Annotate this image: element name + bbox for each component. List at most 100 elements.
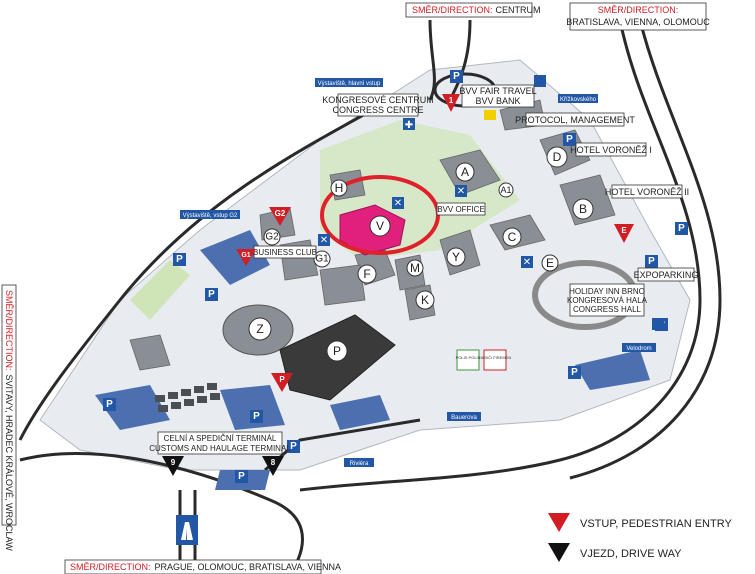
hall-g2-label: G2 <box>265 232 279 243</box>
parking-icon: P <box>106 399 113 410</box>
motorway-icon <box>176 515 198 545</box>
svg-text:KONGRESOVÁ HALA: KONGRESOVÁ HALA <box>567 296 648 305</box>
bvv-office-label: BVV OFFICE <box>436 202 486 216</box>
hall-e-label: E <box>546 256 554 270</box>
green-strip <box>130 260 190 320</box>
street-sign-velodrom: Velodrom <box>626 346 651 352</box>
fuel-icon <box>652 318 664 330</box>
entry-gate-g1: G1 <box>241 252 250 259</box>
legend-pedestrian: VSTUP, PEDESTRIAN ENTRY <box>580 518 732 530</box>
parking-signs: P P P P P P P P P P P P <box>103 70 688 483</box>
direction-prefix: SMĚR/DIRECTION: <box>598 5 679 15</box>
driveway-8: 8 <box>271 458 276 467</box>
svg-text:HOLIDAY INN BRNO: HOLIDAY INN BRNO <box>569 287 645 296</box>
svg-text:HOTEL VORONĚŽ II: HOTEL VORONĚŽ II <box>605 187 689 197</box>
legend: VSTUP, PEDESTRIAN ENTRY VJEZD, DRIVE WAY <box>548 513 732 562</box>
hall-y-label: Y <box>452 250 460 264</box>
direction-top-right: SMĚR/DIRECTION: BRATISLAVA, VIENNA, OLOM… <box>566 2 710 31</box>
parking-icon: P <box>453 71 460 82</box>
hotel-voronez-1-label: HOTEL VORONĚŽ I <box>570 142 652 157</box>
parking-icon: P <box>678 223 685 234</box>
hall-b-label: B <box>579 202 587 216</box>
direction-text: PRAGUE, OLOMOUC, BRATISLAVA, VIENNA <box>155 562 342 572</box>
hotel-voronez-2-label: HOTEL VORONĚŽ II <box>605 184 689 199</box>
hall-labels: A A1 D B C E Y M K F V H G2 G1 Z P <box>248 146 594 362</box>
parking-icon: P <box>238 471 245 482</box>
hall-k-label: K <box>421 293 429 307</box>
entry-gate-e: E <box>621 226 627 235</box>
pedestrian-entries: 1 G2 G1 E P <box>236 94 634 392</box>
hall-m-label: M <box>410 261 420 275</box>
bvv-fair-travel-label: BVV FAIR TRAVEL BVV BANK <box>459 84 537 108</box>
restaurant-icon: ✕ <box>457 186 465 197</box>
parking-icon: P <box>253 411 260 422</box>
restaurant-icon: ✕ <box>320 235 328 246</box>
svg-text:CONGRESS HALL: CONGRESS HALL <box>573 305 642 314</box>
svg-text:BVV BANK: BVV BANK <box>475 96 520 106</box>
fuel-icon <box>534 75 546 87</box>
direction-top-center: SMĚR/DIRECTION:CENTRUM <box>405 2 541 18</box>
medical-icon: ✚ <box>405 120 413 131</box>
svg-text:EXPOPARKING: EXPOPARKING <box>634 270 699 280</box>
expoparking-label: EXPOPARKING <box>634 267 699 282</box>
hall-v-label: V <box>376 219 384 233</box>
svg-text:CONGRESS CENTRE: CONGRESS CENTRE <box>332 105 423 115</box>
street-sign-riviera: Riviéra <box>350 461 369 467</box>
svg-text:HOTEL VORONĚŽ I: HOTEL VORONĚŽ I <box>570 145 652 155</box>
entry-gate-g2: G2 <box>275 209 286 218</box>
svg-text:SMĚR/DIRECTION:SVITAVY, HRADEC: SMĚR/DIRECTION: SVITAVY, HRADEC KRÁLOVÉ, … <box>4 290 14 551</box>
street-sign-bauerova: Bauerova <box>451 415 477 421</box>
hall-c-label: C <box>508 230 517 244</box>
parking-icon: P <box>566 134 573 145</box>
hall-d-label: D <box>553 150 562 164</box>
entry-gate-p: P <box>279 375 285 384</box>
drive-way-entries: 9 8 <box>162 456 284 476</box>
svg-text:BUSINESS CLUB: BUSINESS CLUB <box>253 248 317 257</box>
svg-text:CUSTOMS AND HAULAGE TERMINAL: CUSTOMS AND HAULAGE TERMINAL <box>149 444 291 453</box>
restaurant-icon: ✕ <box>523 257 531 268</box>
direction-prefix: SMĚR/DIRECTION: <box>70 562 151 572</box>
svg-text:POLIS POLIS: POLIS POLIS <box>456 355 481 360</box>
business-club-label: BUSINESS CLUB <box>253 245 317 259</box>
svg-text:HASIČI FIREMEN: HASIČI FIREMEN <box>479 355 512 360</box>
customs-blocks <box>155 383 220 412</box>
entry-gate-1: 1 <box>449 96 454 105</box>
driveway-9: 9 <box>171 458 176 467</box>
direction-text: BRATISLAVA, VIENNA, OLOMOUC <box>566 17 710 27</box>
customs-terminal-label: CELNÍ A SPEDIČNÍ TERMINÁL CUSTOMS AND HA… <box>149 431 291 455</box>
svg-text:BVV OFFICE: BVV OFFICE <box>437 205 485 214</box>
direction-bottom: SMĚR/DIRECTION: PRAGUE, OLOMOUC, BRATISLA… <box>64 559 341 574</box>
police-fire-signs: POLIS POLIS HASIČI FIREMEN <box>456 349 512 371</box>
hall-p-label: P <box>333 344 341 358</box>
hall-h-label: H <box>335 181 344 195</box>
direction-text: CENTRUM <box>496 5 541 15</box>
svg-text:CELNÍ A SPEDIČNÍ TERMINÁL: CELNÍ A SPEDIČNÍ TERMINÁL <box>164 434 277 443</box>
parking-icon: P <box>648 256 655 267</box>
parking-icon: P <box>208 289 215 300</box>
hall-a-label: A <box>461 165 469 179</box>
direction-left: SMĚR/DIRECTION: SVITAVY, HRADEC KRÁLOVÉ, … <box>1 284 17 551</box>
hall-g1-label: G1 <box>315 254 329 265</box>
restaurant-icon: ✕ <box>394 198 402 209</box>
direction-prefix: SMĚR/DIRECTION: <box>4 290 14 371</box>
street-signs: Výstaviště, hlavní vstup Výstaviště, vst… <box>180 78 656 467</box>
svg-text:KONGRESOVÉ CENTRUM: KONGRESOVÉ CENTRUM <box>322 95 434 105</box>
svg-text:SMĚR/DIRECTION:CENTRUM: SMĚR/DIRECTION:CENTRUM <box>412 5 541 15</box>
parking-icon: P <box>571 367 578 378</box>
direction-text: SVITAVY, HRADEC KRÁLOVÉ, WROCLAW <box>4 375 14 552</box>
legend-driveway: VJEZD, DRIVE WAY <box>580 548 682 560</box>
parking-icon: P <box>290 441 297 452</box>
svg-text:SMĚR/DIRECTION:PRAGUE, OLOMOUC: SMĚR/DIRECTION: PRAGUE, OLOMOUC, BRATISLA… <box>70 562 341 572</box>
driveway-icon <box>548 543 570 562</box>
protocol-label: PROTOCOL, MANAGEMENT <box>515 112 635 127</box>
street-sign-krizkovskeho: Křížkovského <box>560 97 597 103</box>
hall-z-label: Z <box>256 322 263 336</box>
svg-text:PROTOCOL, MANAGEMENT: PROTOCOL, MANAGEMENT <box>515 115 635 125</box>
holiday-inn-label: HOLIDAY INN BRNO KONGRESOVÁ HALA CONGRES… <box>567 283 648 317</box>
hall-a1-label: A1 <box>500 185 511 195</box>
street-sign-vystaviste: Výstaviště, hlavní vstup <box>318 81 381 87</box>
street-sign-g2: Výstaviště, vstup G2 <box>183 213 238 219</box>
direction-prefix: SMĚR/DIRECTION: <box>412 5 493 15</box>
congress-centre-label: KONGRESOVÉ CENTRUM CONGRESS CENTRE <box>322 93 434 117</box>
